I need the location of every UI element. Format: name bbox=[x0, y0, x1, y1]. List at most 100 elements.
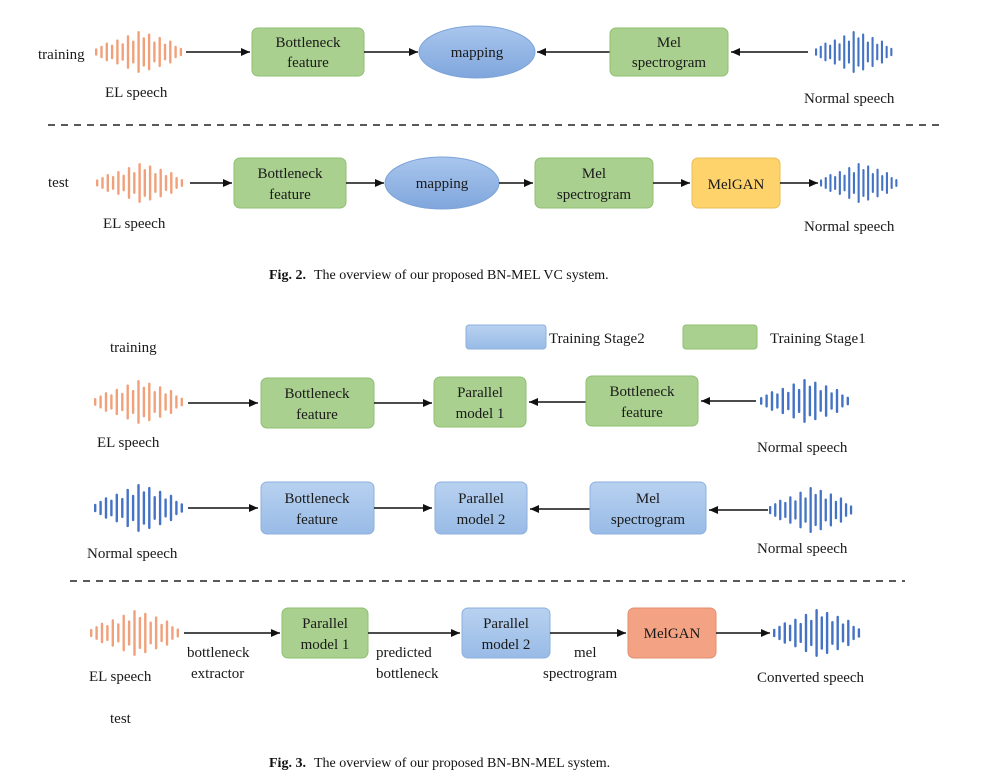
waveform-bar bbox=[95, 48, 98, 56]
waveform-bar bbox=[844, 503, 848, 517]
fig3-caption-number: Fig. 3. bbox=[269, 756, 306, 771]
waveform-bar bbox=[770, 391, 774, 411]
waveform-bar bbox=[824, 42, 827, 62]
fig3-row1-bottleneck-text-1: Bottleneck bbox=[285, 386, 350, 402]
fig2-training-mapping-text: mapping bbox=[451, 45, 504, 61]
waveform-bar bbox=[180, 397, 183, 407]
waveform-bar bbox=[164, 393, 167, 411]
waveform-bar bbox=[159, 168, 162, 198]
fig3-test-label: test bbox=[110, 711, 132, 727]
fig3-row1-bottleneck2-box bbox=[585, 375, 699, 427]
waveform-bar bbox=[852, 31, 855, 73]
fig2-training-mel-box bbox=[609, 27, 729, 77]
waveform-bar bbox=[838, 171, 841, 195]
waveform-bar bbox=[163, 43, 167, 61]
waveform-bar bbox=[809, 487, 812, 533]
fig3-row2-normal2-waveform-icon bbox=[769, 487, 853, 533]
waveform-bar bbox=[866, 41, 869, 63]
waveform-bar bbox=[158, 386, 162, 418]
waveform-bar bbox=[110, 499, 113, 517]
waveform-bar bbox=[789, 496, 792, 524]
fig2-training-mel-text-2: spectrogram bbox=[632, 55, 706, 71]
waveform-bar bbox=[138, 616, 142, 650]
waveform-bar bbox=[808, 385, 812, 417]
waveform-bar bbox=[126, 384, 129, 420]
waveform-bar bbox=[833, 39, 836, 65]
fig3-row2: Normal speech Bottleneck feature Paralle… bbox=[87, 481, 853, 562]
fig3-test-converted-speech-label: Converted speech bbox=[757, 670, 865, 686]
waveform-bar bbox=[164, 498, 167, 518]
fig3-row1-parallel-model-box bbox=[433, 376, 527, 428]
waveform-bar bbox=[180, 179, 184, 187]
fig2-test-mel-text-2: spectrogram bbox=[557, 187, 631, 203]
waveform-bar bbox=[819, 489, 822, 531]
waveform-bar bbox=[838, 43, 841, 61]
fig3-row1-parallel-text-2: model 1 bbox=[456, 406, 505, 422]
waveform-bar bbox=[784, 501, 787, 518]
waveform-bar bbox=[867, 165, 870, 201]
waveform-bar bbox=[814, 493, 817, 527]
fig2-test-normal-waveform-icon bbox=[820, 163, 898, 203]
waveform-bar bbox=[890, 177, 893, 189]
waveform-bar bbox=[857, 628, 861, 638]
fig3-row2-bottleneck-text-1: Bottleneck bbox=[285, 491, 350, 507]
fig2-training-el-waveform-icon bbox=[95, 31, 183, 73]
waveform-bar bbox=[847, 619, 850, 647]
waveform-bar bbox=[834, 500, 838, 520]
fig3-row2-parallel-text-1: Parallel bbox=[458, 491, 504, 507]
waveform-bar bbox=[829, 44, 832, 60]
waveform-bar bbox=[106, 174, 109, 192]
waveform-bar bbox=[142, 386, 146, 418]
waveform-bar bbox=[773, 628, 776, 638]
fig3-row2-mel-text-2: spectrogram bbox=[611, 512, 685, 528]
waveform-bar bbox=[174, 45, 177, 59]
fig2-test-mapping-text: mapping bbox=[416, 176, 469, 192]
fig2-test-el-speech-label: EL speech bbox=[103, 216, 166, 232]
waveform-bar bbox=[99, 500, 102, 516]
waveform-bar bbox=[815, 609, 818, 657]
waveform-bar bbox=[90, 628, 93, 638]
fig3-caption-text: The overview of our proposed BN-BN-MEL s… bbox=[314, 756, 610, 771]
fig2-caption-text: The overview of our proposed BN-MEL VC s… bbox=[314, 268, 609, 283]
waveform-bar bbox=[834, 176, 837, 190]
waveform-bar bbox=[105, 42, 108, 62]
waveform-bar bbox=[804, 497, 807, 523]
fig3-row2-mel-box bbox=[589, 481, 707, 535]
waveform-bar bbox=[176, 628, 179, 638]
fig3-training-label: training bbox=[110, 340, 157, 356]
waveform-bar bbox=[849, 505, 853, 515]
waveform-bar bbox=[95, 626, 98, 640]
waveform-bar bbox=[137, 31, 140, 73]
waveform-bar bbox=[138, 163, 141, 203]
waveform-bar bbox=[803, 379, 806, 423]
waveform-bar bbox=[144, 612, 147, 654]
waveform-bar bbox=[769, 505, 772, 515]
waveform-bar bbox=[148, 486, 151, 530]
waveform-bar bbox=[126, 35, 130, 69]
waveform-bar bbox=[843, 174, 846, 192]
waveform-bar bbox=[857, 163, 860, 203]
waveform-bar bbox=[852, 172, 855, 194]
waveform-bar bbox=[148, 165, 152, 201]
waveform-bar bbox=[110, 394, 113, 410]
waveform-bar bbox=[779, 499, 782, 521]
legend-stage2-swatch bbox=[465, 324, 547, 350]
waveform-bar bbox=[895, 179, 898, 187]
waveform-bar bbox=[100, 622, 104, 644]
waveform-bar bbox=[799, 622, 802, 644]
waveform-bar bbox=[180, 503, 183, 513]
fig2-training-normal-speech-label: Normal speech bbox=[804, 91, 895, 107]
fig3-row1-parallel-text-1: Parallel bbox=[457, 385, 503, 401]
waveform-bar bbox=[824, 385, 828, 417]
fig3-caption: Fig. 3. The overview of our proposed BN-B… bbox=[269, 756, 610, 771]
waveform-bar bbox=[774, 503, 777, 517]
waveform-bar bbox=[96, 179, 99, 187]
fig3-row2-mel-text-1: Mel bbox=[636, 491, 660, 507]
waveform-bar bbox=[137, 484, 140, 532]
fig3-row2-parallel-text-2: model 2 bbox=[457, 512, 506, 528]
waveform-bar bbox=[164, 175, 168, 191]
waveform-bar bbox=[815, 48, 818, 56]
waveform-bar bbox=[106, 625, 109, 642]
waveform-bar bbox=[885, 172, 888, 194]
fig3-test-parallel2-text-1: Parallel bbox=[483, 616, 529, 632]
